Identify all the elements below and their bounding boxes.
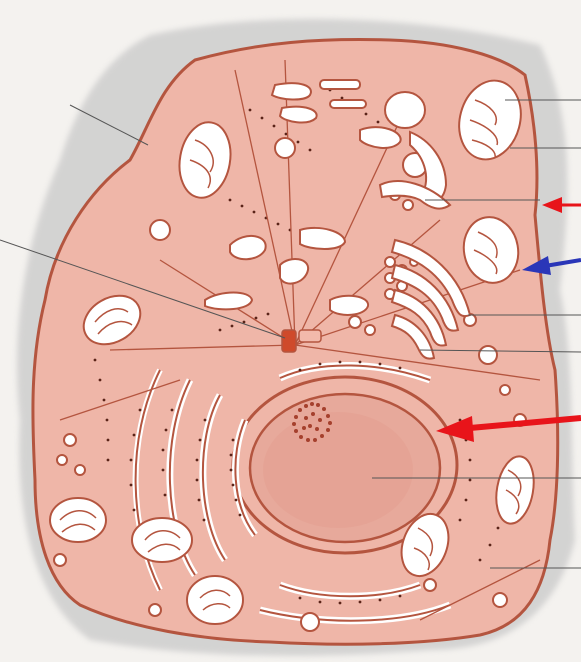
nucleus-highlight: [263, 412, 413, 528]
